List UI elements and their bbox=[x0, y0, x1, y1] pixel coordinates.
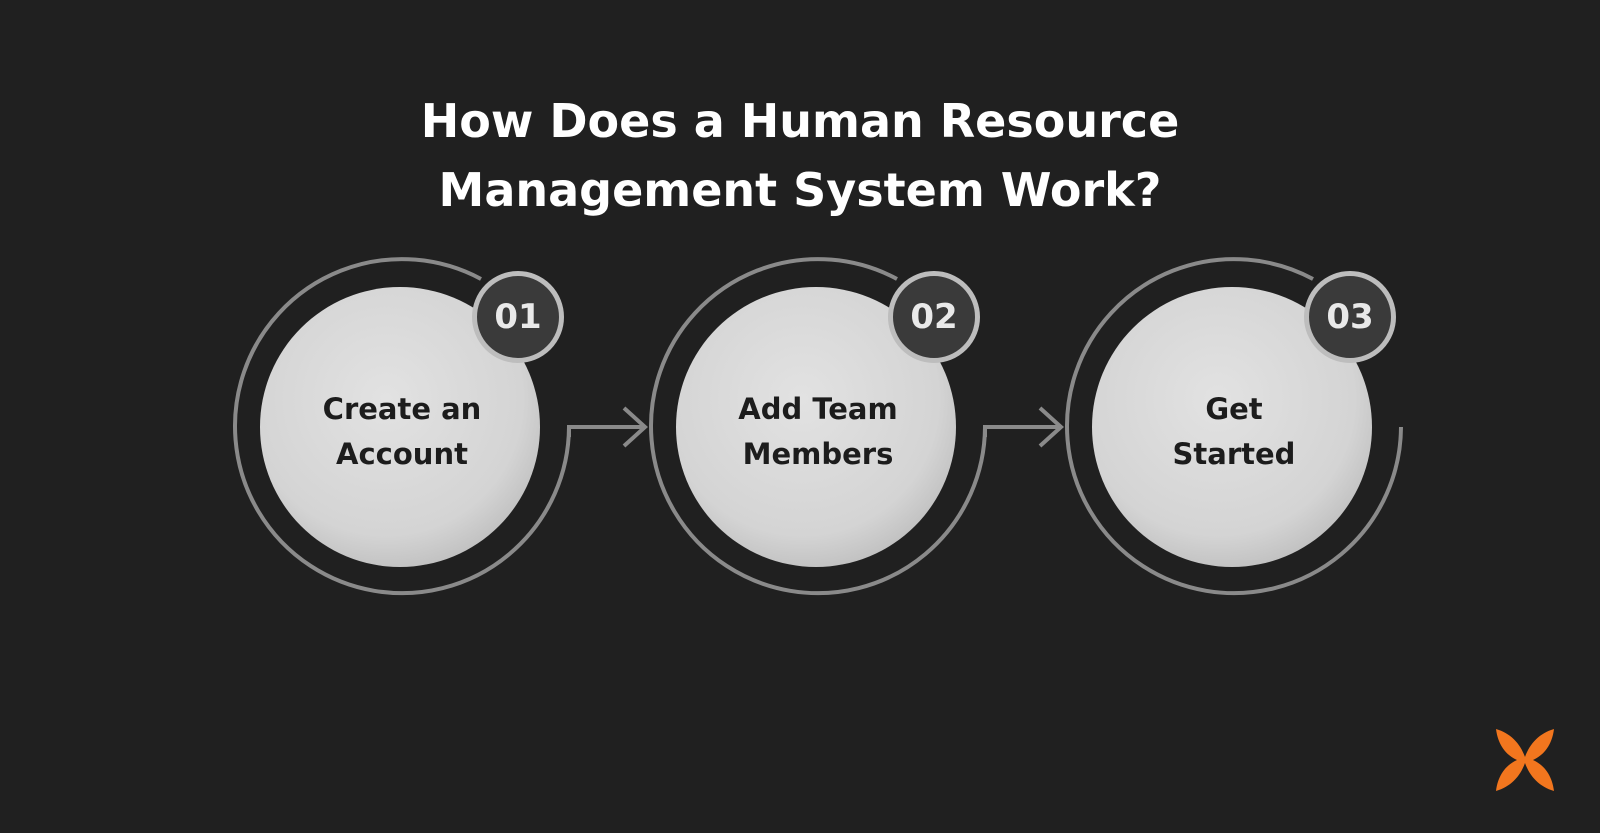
step-3-ring bbox=[1065, 257, 1403, 596]
arrow-2-head bbox=[1038, 406, 1064, 448]
arrow-2-line bbox=[983, 425, 1061, 437]
step-3-label-line-1: Get bbox=[1205, 392, 1263, 426]
step-1-ring bbox=[233, 257, 571, 596]
arrow-1-line bbox=[567, 425, 645, 437]
step-2-number-badge: 02 bbox=[888, 271, 980, 363]
step-1-label-line-2: Account bbox=[336, 437, 468, 471]
page-title: How Does a Human Resource Management Sys… bbox=[300, 87, 1300, 225]
title-line-2: Management System Work? bbox=[438, 162, 1162, 217]
step-1-number-badge: 01 bbox=[472, 271, 564, 363]
step-1-circle bbox=[260, 287, 540, 567]
step-3-number-badge: 03 bbox=[1304, 271, 1396, 363]
step-3-label-line-2: Started bbox=[1172, 437, 1296, 471]
title-line-1: How Does a Human Resource bbox=[420, 93, 1180, 148]
step-1-label-line-1: Create an bbox=[322, 392, 482, 426]
step-2-label: Add Team Members bbox=[698, 387, 938, 477]
step-2-circle bbox=[676, 287, 956, 567]
step-3-label: Get Started bbox=[1114, 387, 1354, 477]
step-2-ring bbox=[649, 257, 987, 596]
step-2-label-line-2: Members bbox=[742, 437, 894, 471]
step-2-label-line-1: Add Team bbox=[738, 392, 898, 426]
arrow-1-head bbox=[622, 406, 648, 448]
step-3-circle bbox=[1092, 287, 1372, 567]
butterfly-logo-icon bbox=[1496, 729, 1554, 791]
step-1-label: Create an Account bbox=[282, 387, 522, 477]
